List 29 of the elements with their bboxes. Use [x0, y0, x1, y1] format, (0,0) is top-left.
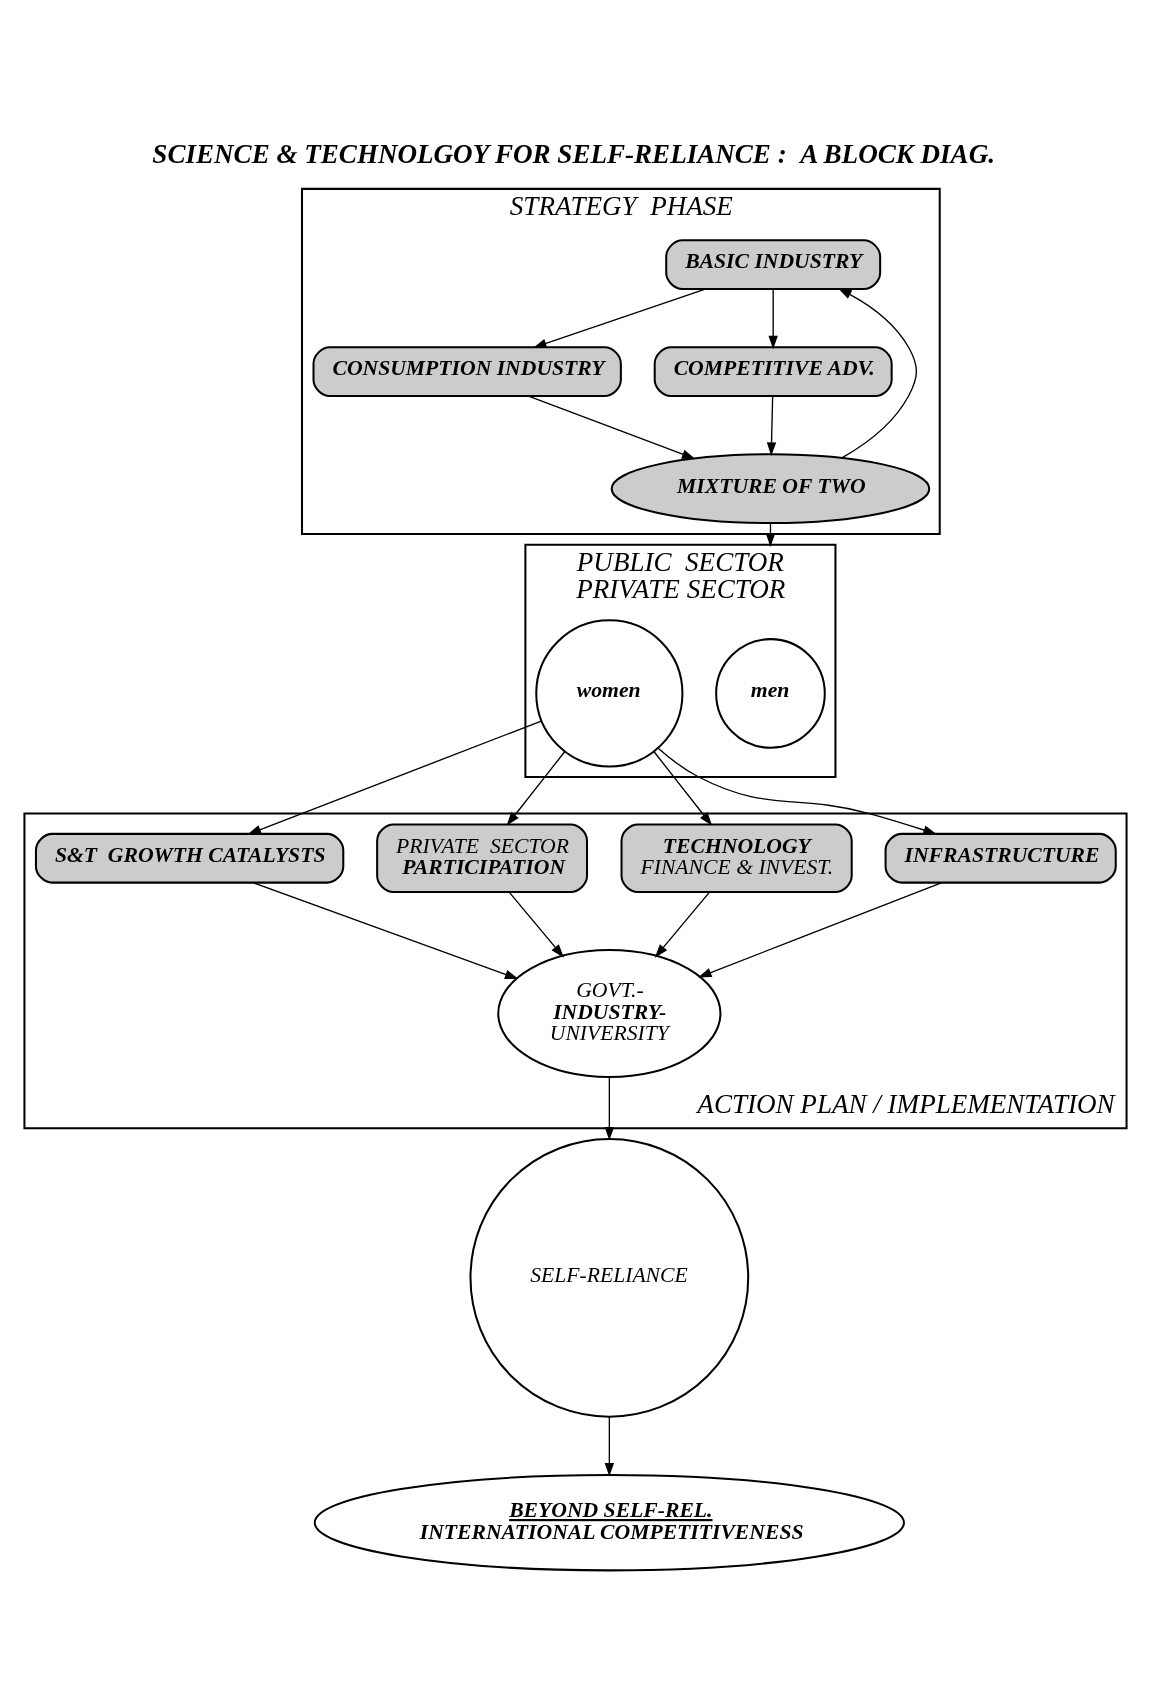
node-box: COMPETITIVE ADV.	[653, 345, 893, 397]
node-box: BASIC INDUSTRY	[665, 238, 882, 290]
arrow	[768, 288, 778, 349]
node-ellipse: MIXTURE OF TWO	[610, 452, 931, 524]
arrow	[532, 288, 706, 348]
node-ellipse: BEYOND SELF-REL. INTERNATIONAL COMPETITIVENESS	[313, 1473, 905, 1571]
node-circle: men	[715, 637, 826, 749]
arrow	[247, 719, 543, 835]
arrow	[766, 394, 777, 456]
arrow	[508, 891, 564, 958]
arrow	[654, 891, 710, 958]
diagram-title: SCIENCE & TECHNOLGOY FOR SELF-RELIANCE : A BLOCK DIAG.	[152, 138, 996, 169]
arrow	[838, 287, 918, 459]
arrow	[653, 750, 713, 826]
node-circle: women	[535, 618, 684, 768]
arrow	[527, 394, 696, 459]
node-box: S&T GROWTH CATALYSTS	[34, 832, 345, 884]
node-box: CONSUMPTION INDUSTRY	[312, 345, 622, 397]
node-box: INFRASTRUCTURE	[884, 832, 1117, 884]
arrow	[657, 746, 937, 835]
arrow	[252, 881, 519, 979]
node-circle: SELF-RELIANCE	[469, 1137, 750, 1418]
arrow	[604, 1415, 615, 1476]
node-ellipse: GOVT.- INDUSTRY- UNIVERSITY	[497, 948, 722, 1078]
node-box: PRIVATE SECTOR PARTICIPATION	[376, 822, 589, 893]
arrow	[506, 750, 566, 826]
arrow	[604, 1075, 615, 1141]
arrow	[698, 881, 942, 978]
node-box: TECHNOLOGY FINANCE & INVEST.	[620, 822, 853, 893]
